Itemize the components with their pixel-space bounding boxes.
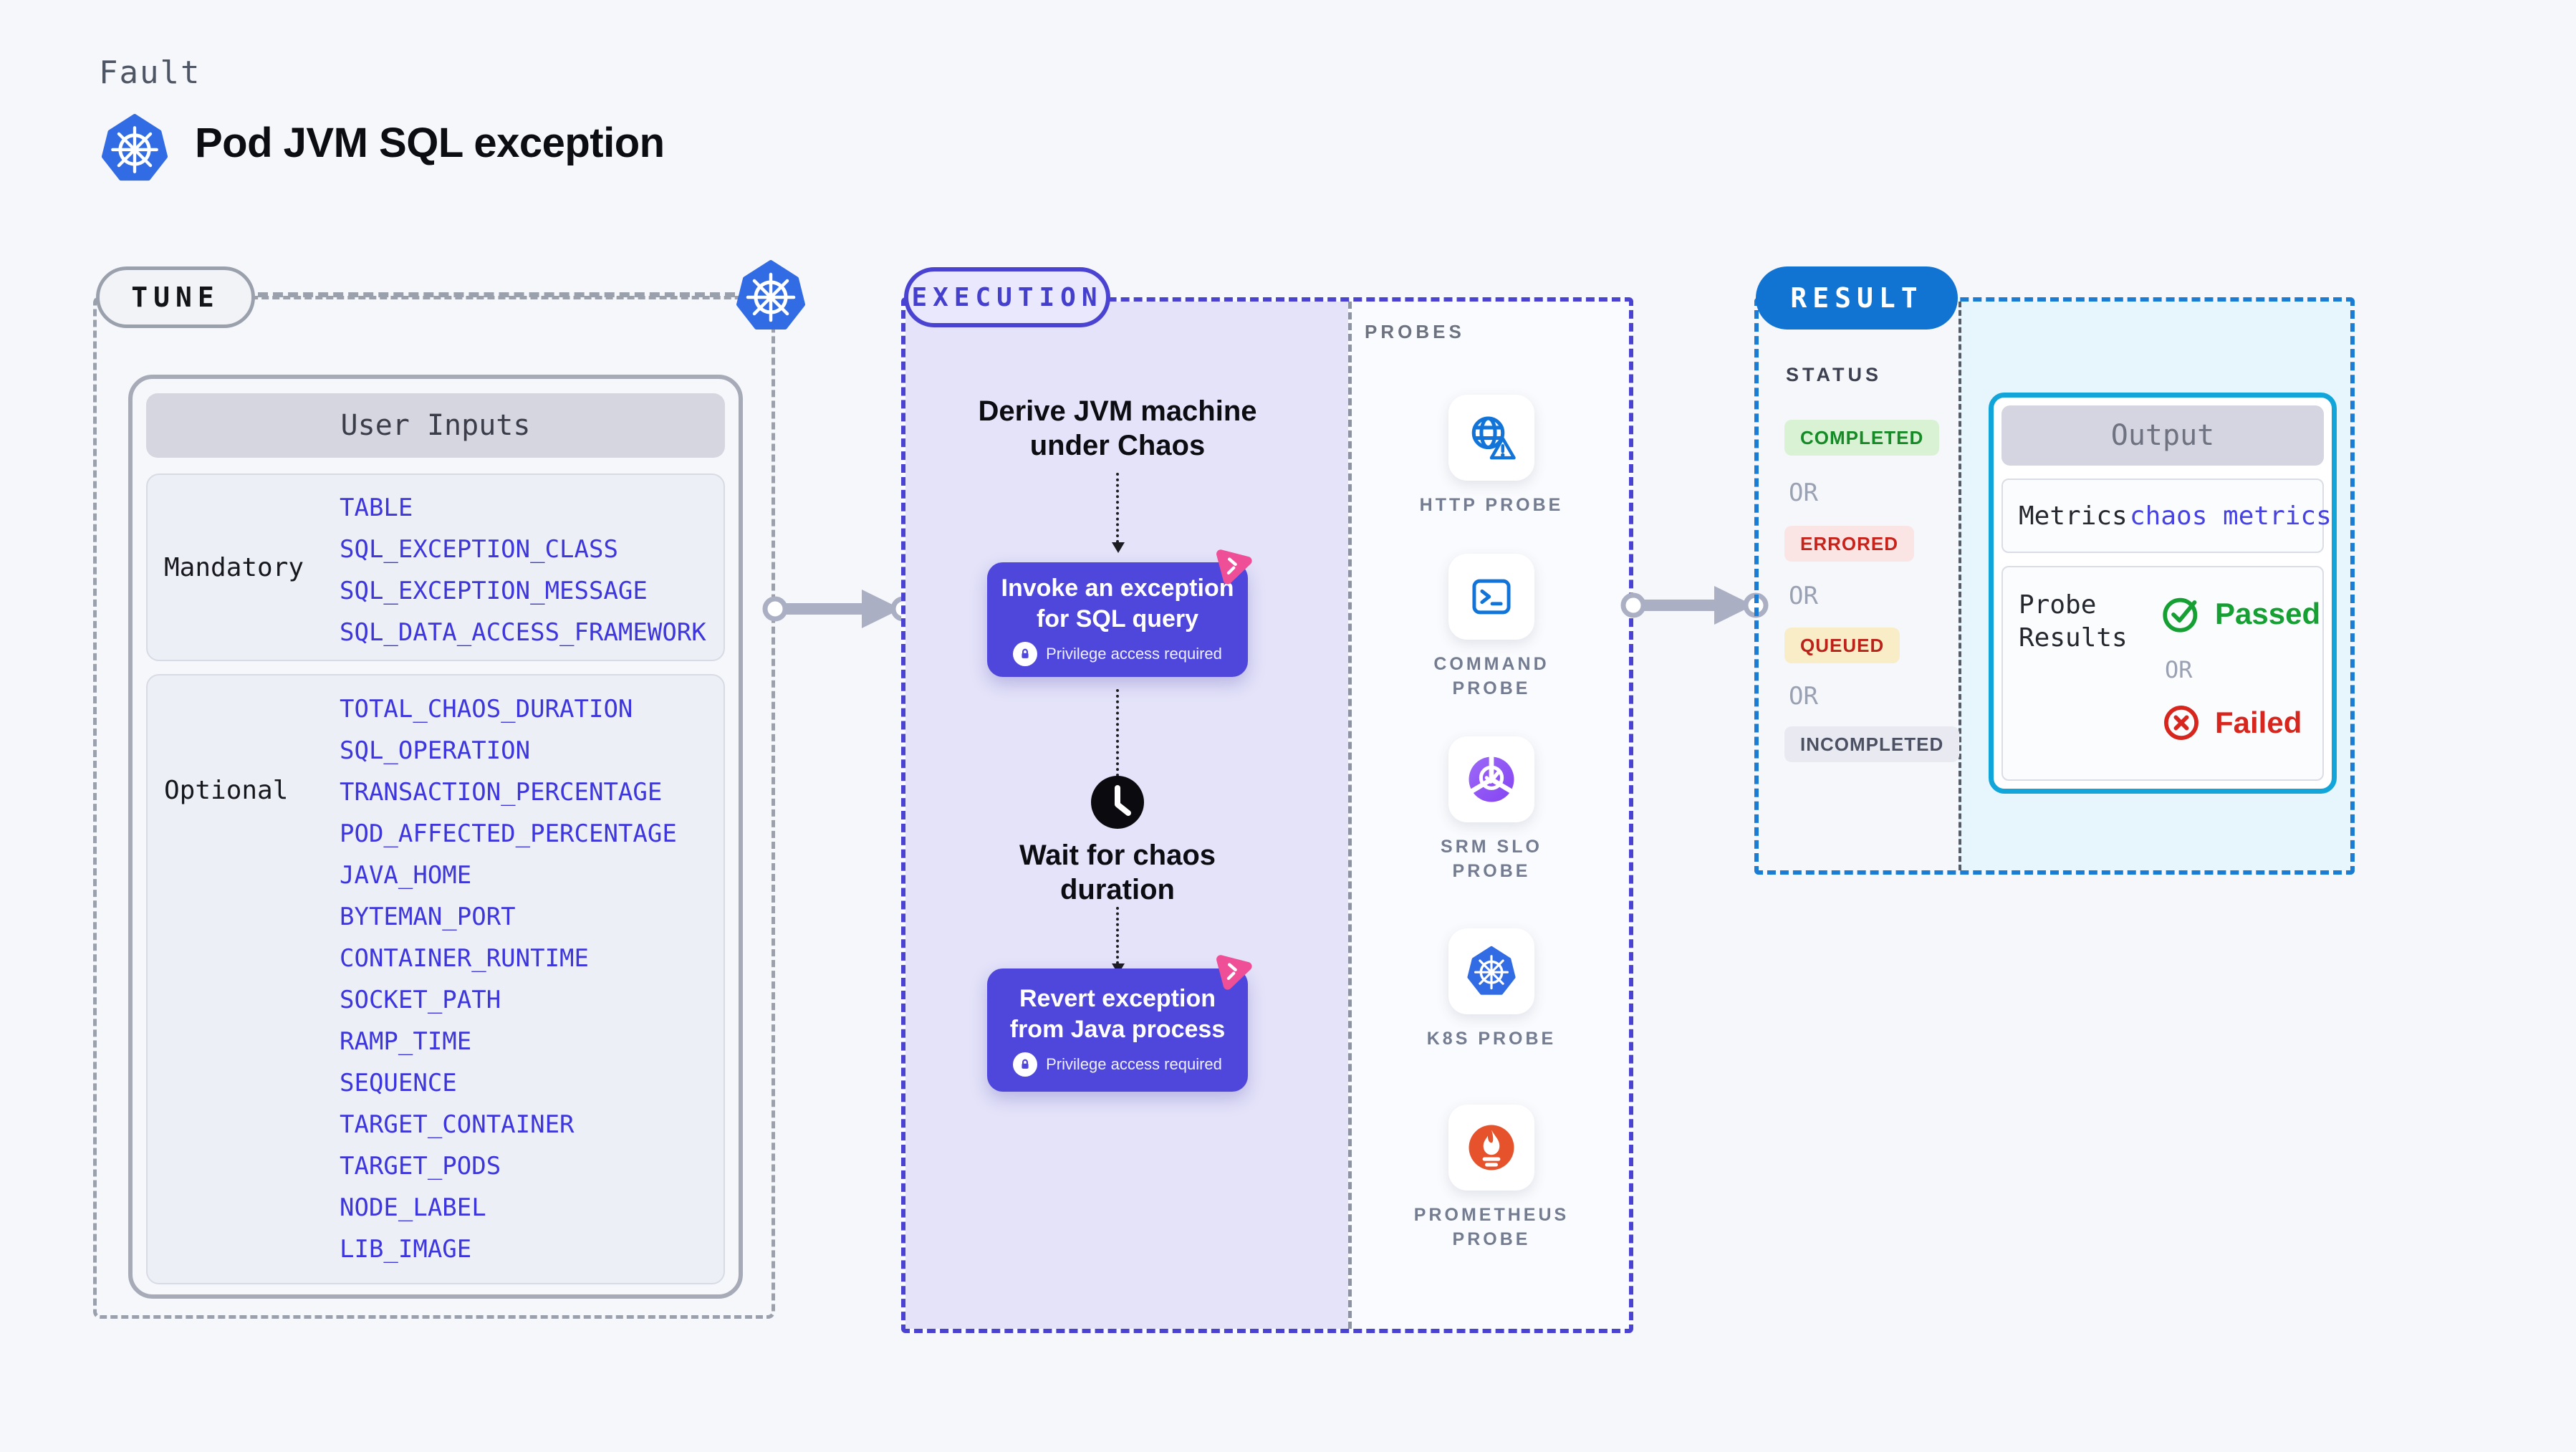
metrics-value[interactable]: chaos metrics — [2130, 501, 2332, 531]
mandatory-label: Mandatory — [164, 553, 304, 582]
tune-to-execution-arrow — [758, 584, 923, 634]
execution-section-badge[interactable]: EXECUTION — [904, 267, 1110, 327]
input-item[interactable]: CONTAINER_RUNTIME — [340, 944, 589, 973]
output-header: Output — [2001, 405, 2324, 466]
lock-icon — [1013, 1052, 1038, 1077]
command-probe-label: COMMAND PROBE — [1433, 654, 1549, 698]
input-item[interactable]: POD_AFFECTED_PERCENTAGE — [340, 819, 677, 848]
prometheus-probe-card[interactable] — [1448, 1105, 1534, 1191]
input-item[interactable]: SOCKET_PATH — [340, 986, 501, 1014]
input-item[interactable]: TABLE — [340, 494, 413, 522]
metrics-label: Metrics — [2019, 501, 2128, 531]
tune-section-frame — [93, 296, 775, 1319]
metrics-row — [2001, 479, 2324, 553]
clock-icon — [1090, 775, 1145, 830]
invoke-exception-node[interactable]: Invoke an exception for SQL query Privil… — [987, 562, 1248, 677]
input-item[interactable]: SQL_EXCEPTION_MESSAGE — [340, 577, 648, 605]
k8s-probe-label: K8S PROBE — [1426, 1029, 1557, 1049]
result-divider — [1959, 302, 1961, 870]
input-item[interactable]: RAMP_TIME — [340, 1027, 472, 1056]
tune-connector-line — [258, 292, 735, 297]
status-badge-incompleted[interactable]: INCOMPLETED — [1784, 726, 1960, 762]
x-circle-icon — [2162, 703, 2201, 742]
input-item[interactable]: SEQUENCE — [340, 1069, 457, 1097]
input-item[interactable]: BYTEMAN_PORT — [340, 903, 516, 931]
globe-alert-icon — [1466, 412, 1517, 463]
command-probe-card[interactable] — [1448, 554, 1534, 640]
privilege-note: Privilege access required — [1046, 645, 1222, 663]
input-item[interactable]: LIB_IMAGE — [340, 1235, 472, 1264]
status-badge-queued[interactable]: QUEUED — [1784, 628, 1900, 663]
probes-heading: PROBES — [1365, 321, 1465, 342]
prometheus-icon — [1466, 1122, 1517, 1173]
probe-passed-verdict: Passed — [2162, 595, 2320, 633]
result-section-badge[interactable]: RESULT — [1756, 266, 1958, 330]
or-separator: OR — [1789, 479, 1818, 507]
revert-exception-node[interactable]: Revert exception from Java process Privi… — [987, 968, 1248, 1092]
flow-arrow-down — [1112, 907, 1125, 974]
input-item[interactable]: TOTAL_CHAOS_DURATION — [340, 695, 633, 723]
wait-step-text: Wait for chaos duration — [1019, 840, 1216, 905]
page-title: Pod JVM SQL exception — [195, 120, 665, 166]
user-inputs-card — [128, 375, 743, 1299]
kubernetes-icon — [735, 259, 807, 334]
kubernetes-icon — [100, 113, 169, 185]
optional-input-list: TOTAL_CHAOS_DURATION SQL_OPERATION TRANS… — [340, 688, 677, 1270]
or-separator: OR — [1789, 682, 1818, 711]
srm-slo-probe-card[interactable] — [1448, 736, 1534, 822]
derive-step-text: Derive JVM machine under Chaos — [978, 395, 1257, 461]
or-separator: OR — [2165, 656, 2193, 683]
flow-arrow-down — [1112, 689, 1125, 792]
input-item[interactable]: SQL_EXCEPTION_CLASS — [340, 535, 618, 564]
status-badge-errored[interactable]: ERRORED — [1784, 526, 1915, 562]
result-section-frame — [1754, 297, 2355, 875]
input-item[interactable]: SQL_OPERATION — [340, 736, 531, 765]
slo-check-icon — [1466, 754, 1517, 805]
k8s-probe-card[interactable] — [1448, 928, 1534, 1014]
chaos-icon — [1212, 950, 1254, 991]
terminal-icon — [1466, 572, 1517, 622]
invoke-line-1: Invoke an exception — [1001, 574, 1234, 602]
status-badge-completed[interactable]: COMPLETED — [1784, 420, 1940, 456]
mandatory-inputs-group — [146, 473, 725, 661]
input-item[interactable]: NODE_LABEL — [340, 1193, 486, 1222]
input-item[interactable]: SQL_DATA_ACCESS_FRAMEWORK — [340, 618, 706, 647]
optional-inputs-group — [146, 674, 725, 1284]
optional-label: Optional — [164, 776, 289, 805]
flow-arrow-down — [1112, 473, 1125, 553]
invoke-line-2: for SQL query — [1036, 605, 1199, 633]
probe-failed-verdict: Failed — [2162, 703, 2302, 742]
probe-results-row — [2001, 566, 2324, 781]
input-item[interactable]: TRANSACTION_PERCENTAGE — [340, 778, 663, 807]
srm-slo-probe-label: SRM SLO PROBE — [1441, 837, 1542, 881]
execution-to-result-arrow — [1618, 580, 1774, 630]
http-probe-card[interactable] — [1448, 395, 1534, 481]
mandatory-input-list: TABLE SQL_EXCEPTION_CLASS SQL_EXCEPTION_… — [340, 487, 706, 653]
user-inputs-header: User Inputs — [146, 393, 725, 458]
revert-line-1: Revert exception — [1019, 985, 1216, 1012]
check-circle-icon — [2162, 595, 2201, 633]
probes-divider — [1348, 302, 1352, 1329]
revert-line-2: from Java process — [1009, 1016, 1226, 1043]
lock-icon — [1013, 642, 1038, 666]
kubernetes-icon — [1466, 946, 1517, 998]
prometheus-probe-label: PROMETHEUS PROBE — [1413, 1205, 1570, 1249]
chaos-icon — [1212, 544, 1254, 586]
or-separator: OR — [1789, 582, 1818, 610]
input-item[interactable]: TARGET_CONTAINER — [340, 1110, 575, 1139]
input-item[interactable]: JAVA_HOME — [340, 861, 472, 890]
http-probe-label: HTTP PROBE — [1419, 495, 1564, 515]
privilege-note: Privilege access required — [1046, 1055, 1222, 1073]
status-heading: STATUS — [1786, 364, 1882, 385]
input-item[interactable]: TARGET_PODS — [340, 1152, 501, 1181]
page-kicker: Fault — [99, 54, 201, 91]
tune-section-badge[interactable]: TUNE — [96, 266, 255, 328]
probe-results-label: Probe Results — [2019, 590, 2128, 653]
